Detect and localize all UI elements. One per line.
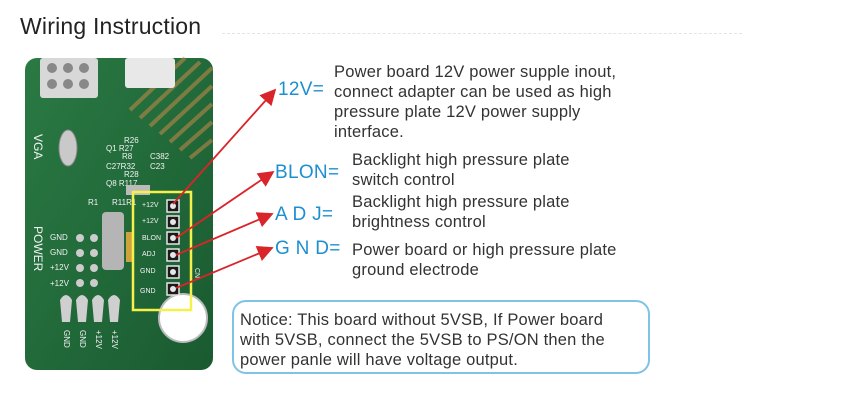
pin-label-gnd: G N D= bbox=[275, 238, 341, 259]
arrow-blon bbox=[175, 170, 275, 239]
vga-label: VGA bbox=[31, 134, 45, 159]
page-title: Wiring Instruction bbox=[20, 13, 202, 39]
bottom-pin-12v-1: +12V bbox=[94, 330, 103, 350]
component-r26: R26 bbox=[124, 136, 139, 145]
component-q8: Q8 R117 bbox=[106, 179, 138, 188]
header-pin-gnd-1: GND bbox=[140, 268, 156, 275]
title-divider bbox=[222, 33, 742, 34]
pin-label-blon: BLON= bbox=[275, 162, 340, 183]
component-r11: R11R1 bbox=[112, 198, 137, 207]
arrow-gnd bbox=[175, 246, 274, 289]
connector-id: CN bbox=[193, 268, 200, 278]
pin-desc-gnd: Power board or high pressure plate groun… bbox=[352, 241, 617, 279]
mounting-hole bbox=[158, 293, 208, 343]
pin-desc-blon: Backlight high pressure plate switch con… bbox=[352, 151, 570, 189]
left-pin-gnd-1: GND bbox=[50, 233, 68, 242]
left-pin-12v-1: +12V bbox=[50, 263, 70, 272]
arrow-adj bbox=[175, 212, 274, 256]
pin-label-adj: A D J= bbox=[275, 204, 334, 225]
component-c382: C382 bbox=[150, 152, 170, 161]
component-c27r32: C27R32 bbox=[106, 162, 136, 171]
mount-pad bbox=[125, 58, 175, 88]
component-r8: R8 bbox=[122, 152, 133, 161]
power-label: POWER bbox=[31, 226, 45, 272]
bottom-pin-gnd-2: GND bbox=[78, 330, 87, 348]
bottom-pin-gnd-1: GND bbox=[62, 330, 71, 348]
header-pin-adj: ADJ bbox=[142, 251, 155, 258]
header-pin-12v-2: +12V bbox=[142, 218, 159, 225]
left-pin-gnd-2: GND bbox=[50, 248, 68, 257]
pin-desc-adj: Backlight high pressure plate brightness… bbox=[352, 193, 570, 231]
header-pin-gnd-2: GND bbox=[140, 288, 156, 295]
notice-box: Notice: This board without 5VSB, If Powe… bbox=[232, 300, 650, 374]
component-r1: R1 bbox=[88, 198, 99, 207]
header-pin-blon: BLON bbox=[142, 235, 161, 242]
header-pin-12v-1: +12V bbox=[142, 202, 159, 209]
pin-desc-12v: Power board 12V power supple inout, conn… bbox=[334, 63, 617, 141]
component-c23: C23 bbox=[150, 162, 165, 171]
capacitor bbox=[58, 129, 78, 167]
component-r28: R28 bbox=[124, 170, 139, 179]
component-q1: Q1 R27 bbox=[106, 144, 134, 153]
highlighted-connector bbox=[131, 190, 193, 312]
bottom-pin-12v-2: +12V bbox=[110, 330, 119, 350]
pin-label-12v: 12V= bbox=[278, 79, 325, 100]
left-pin-12v-2: +12V bbox=[50, 279, 70, 288]
arrow-12v bbox=[172, 88, 277, 205]
